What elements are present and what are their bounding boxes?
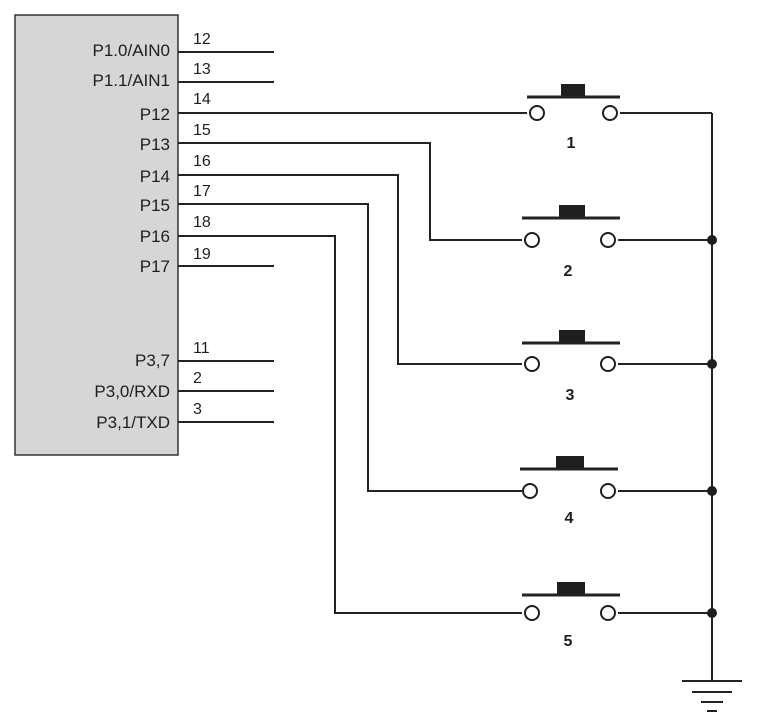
pin-number: 12 — [193, 31, 211, 48]
signal-wires — [178, 112, 527, 614]
pin-stubs — [178, 51, 274, 423]
wire-p15-button-4 — [178, 203, 522, 492]
pin-number: 13 — [193, 61, 211, 78]
pin-label: P13 — [140, 135, 170, 154]
pin-number: 2 — [193, 370, 202, 387]
button-number: 1 — [567, 135, 576, 152]
button-number: 2 — [564, 263, 573, 280]
button-contact — [602, 105, 618, 121]
pin-number: 15 — [193, 122, 211, 139]
pin-number: 3 — [193, 401, 202, 418]
button-contact — [600, 232, 616, 248]
button-contact — [524, 232, 540, 248]
wire-p13-button-2 — [178, 142, 522, 241]
junction-dot — [707, 235, 717, 245]
pin-labels: P1.0/AIN0 P1.1/AIN1 P12 P13 P14 P15 P16 … — [93, 41, 171, 432]
push-button-4: 4 — [520, 456, 618, 527]
button-contact — [600, 483, 616, 499]
button-actuator — [559, 205, 585, 218]
push-button-3: 3 — [522, 330, 620, 404]
pin-number: 18 — [193, 214, 211, 231]
pin-label: P14 — [140, 167, 170, 186]
pin-label: P17 — [140, 257, 170, 276]
ground-icon — [682, 680, 742, 712]
pin-number: 11 — [193, 340, 210, 357]
button-contact — [524, 356, 540, 372]
button-number: 5 — [564, 633, 573, 650]
pin-label: P16 — [140, 227, 170, 246]
microcontroller-chip — [14, 14, 179, 456]
junction-dot — [707, 608, 717, 618]
button-number: 3 — [566, 387, 575, 404]
pin-number: 19 — [193, 246, 211, 263]
button-contact — [524, 605, 540, 621]
junction-dot — [707, 359, 717, 369]
pin-label: P1.1/AIN1 — [93, 71, 171, 90]
button-contact — [600, 356, 616, 372]
pin-label: P3,7 — [135, 351, 170, 370]
button-actuator — [557, 582, 585, 595]
wire-p14-button-3 — [178, 174, 522, 365]
pin-label: P12 — [140, 105, 170, 124]
pin-label: P3,0/RXD — [94, 382, 170, 401]
button-actuator — [559, 330, 585, 343]
junction-dot — [707, 486, 717, 496]
button-actuator — [561, 84, 585, 97]
button-contact — [522, 483, 538, 499]
wire-p16-button-5 — [178, 235, 522, 614]
pin-label: P1.0/AIN0 — [93, 41, 171, 60]
pin-label: P15 — [140, 196, 170, 215]
ground-bus — [618, 112, 717, 680]
push-button-5: 5 — [522, 582, 620, 650]
button-actuator — [556, 456, 584, 469]
pin-number: 16 — [193, 153, 211, 170]
pin-number: 17 — [193, 183, 211, 200]
button-contact — [529, 105, 545, 121]
push-button-2: 2 — [522, 205, 620, 280]
button-number: 4 — [565, 510, 574, 527]
pin-numbers: 12 13 14 15 16 17 18 19 11 2 3 — [193, 31, 211, 418]
button-contact — [600, 605, 616, 621]
pin-number: 14 — [193, 91, 211, 108]
pin-label: P3,1/TXD — [96, 413, 170, 432]
push-button-1: 1 — [527, 84, 620, 152]
